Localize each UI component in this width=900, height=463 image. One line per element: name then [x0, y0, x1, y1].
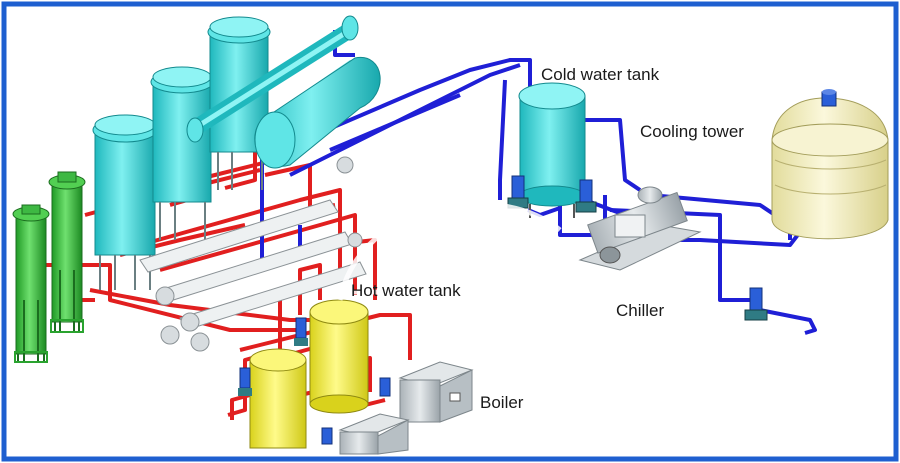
chiller-outlet-pump: [744, 287, 768, 321]
cold-water-tank-label: Cold water tank: [541, 65, 660, 84]
boiler-units: [338, 361, 474, 455]
heat-exchanger-tubes: [139, 156, 367, 352]
green-column-right: [48, 171, 86, 333]
watermark-logo: [330, 201, 562, 302]
horizontal-vessel: [254, 57, 381, 169]
hot-water-tank-lower: [249, 348, 307, 449]
cooling-tower: [771, 89, 889, 240]
chiller-unit: [578, 186, 702, 271]
cyan-column-3: [207, 16, 271, 190]
hot-water-pumps: [238, 317, 391, 445]
green-column-left: [12, 204, 50, 363]
horizontal-condenser-pipe: [186, 15, 359, 143]
cold-water-pumps: [507, 175, 597, 213]
hot-water-tank-label: Hot water tank: [351, 281, 461, 300]
cyan-evaporator-columns: [92, 15, 381, 290]
cold-water-tank: [518, 82, 586, 218]
cooling-tower-label: Cooling tower: [640, 122, 744, 141]
cyan-column-1: [92, 114, 158, 290]
chiller-label: Chiller: [616, 301, 665, 320]
cyan-column-2: [150, 66, 214, 240]
green-filter-columns: [12, 171, 86, 363]
hot-water-tank-upper: [309, 299, 369, 414]
boiler-label: Boiler: [480, 393, 524, 412]
